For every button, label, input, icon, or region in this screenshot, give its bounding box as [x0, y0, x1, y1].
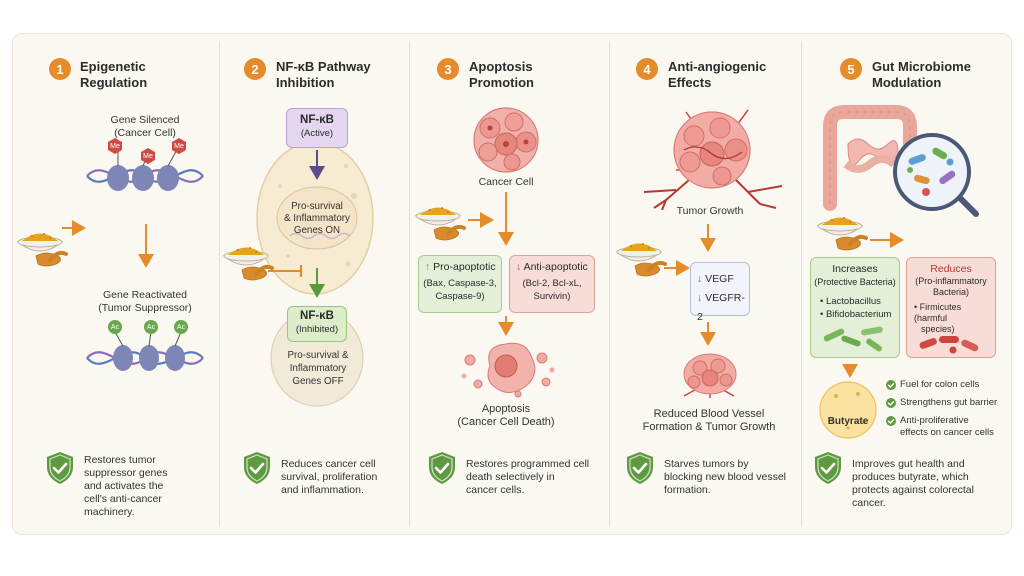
step-number: 5	[840, 58, 862, 80]
benefit-label: Strengthens gut barrier	[900, 397, 998, 408]
anti-apoptotic-box: ↓ Anti-apoptotic (Bcl-2, Bcl-xL, Survivi…	[509, 255, 595, 313]
bad-bacteria-icon	[919, 336, 979, 354]
inhibit-arrow-icon	[268, 265, 303, 277]
arrow-icon	[870, 232, 904, 248]
shield-check-icon	[427, 450, 457, 486]
arrow-down-icon	[498, 192, 514, 246]
intestine-icon	[823, 105, 917, 211]
panel-divider	[801, 41, 802, 527]
good-bacteria-icon	[823, 326, 883, 352]
nfkb-inhibited-box: NF-κB (Inhibited)	[287, 306, 347, 342]
tumor-icon	[643, 109, 783, 211]
reduces-box: Reduces (Pro-inflammatory Bacteria) • Fi…	[906, 257, 996, 358]
methyl-mark-icon	[172, 138, 186, 154]
nfkb-active-box: NF-κB (Active)	[286, 108, 348, 148]
bacteria-magnifier-icon	[893, 133, 979, 217]
check-icon	[885, 415, 897, 427]
cancer-cell-label: Cancer Cell	[478, 176, 534, 188]
gene-reactivated-label: Gene Reactivated(Tumor Suppressor)	[98, 289, 192, 314]
shield-check-icon	[242, 450, 272, 486]
pro-apoptotic-box: ↑ Pro-apoptotic (Bax, Caspase-3, Caspase…	[418, 255, 502, 313]
vegf-box: ↓ VEGF ↓ VEGFR-2	[690, 262, 750, 323]
methyl-mark-icon	[141, 148, 155, 164]
arrow-icon	[468, 212, 494, 228]
panel-divider	[409, 41, 410, 527]
small-tumor-icon	[683, 353, 737, 398]
arrow-icon	[664, 260, 690, 276]
arrow-icon	[62, 220, 86, 236]
step-number: 3	[437, 58, 459, 80]
butyrate-icon	[819, 381, 877, 439]
panel-divider	[219, 41, 220, 527]
arrow-down-icon	[309, 150, 325, 180]
step-number: 1	[49, 58, 71, 80]
methyl-mark-icon	[108, 138, 122, 154]
arrow-down-icon	[842, 364, 858, 378]
apoptotic-cell-icon	[461, 342, 555, 398]
dna-icon	[86, 145, 204, 191]
arrow-down-icon	[700, 322, 716, 346]
panel-divider	[609, 41, 610, 527]
butyrate-label: Butyrate	[827, 416, 869, 427]
shield-check-icon	[625, 450, 655, 486]
gene-silenced-label: Gene Silenced(Cancer Cell)	[110, 114, 180, 139]
shield-check-icon	[45, 450, 75, 486]
arrow-down-icon	[309, 268, 325, 298]
dna-icon	[86, 331, 204, 371]
tumor-growth-label: Tumor Growth	[676, 205, 744, 217]
arrow-down-icon	[138, 224, 154, 268]
acetyl-mark-icon	[144, 320, 158, 334]
step-number: 4	[636, 58, 658, 80]
increases-box: Increases (Protective Bacteria) • Lactob…	[810, 257, 900, 358]
step-number: 2	[244, 58, 266, 80]
benefit-label: Fuel for colon cells	[900, 379, 980, 390]
nucleus-icon	[276, 186, 358, 250]
check-icon	[885, 397, 897, 409]
apoptosis-label: Apoptosis(Cancer Cell Death)	[457, 403, 555, 428]
acetyl-mark-icon	[108, 320, 122, 334]
arrow-down-icon	[700, 224, 716, 252]
shield-check-icon	[813, 450, 843, 486]
arrow-down-icon	[498, 316, 514, 336]
acetyl-mark-icon	[174, 320, 188, 334]
cancer-cell-icon	[473, 107, 539, 173]
check-icon	[885, 379, 897, 391]
